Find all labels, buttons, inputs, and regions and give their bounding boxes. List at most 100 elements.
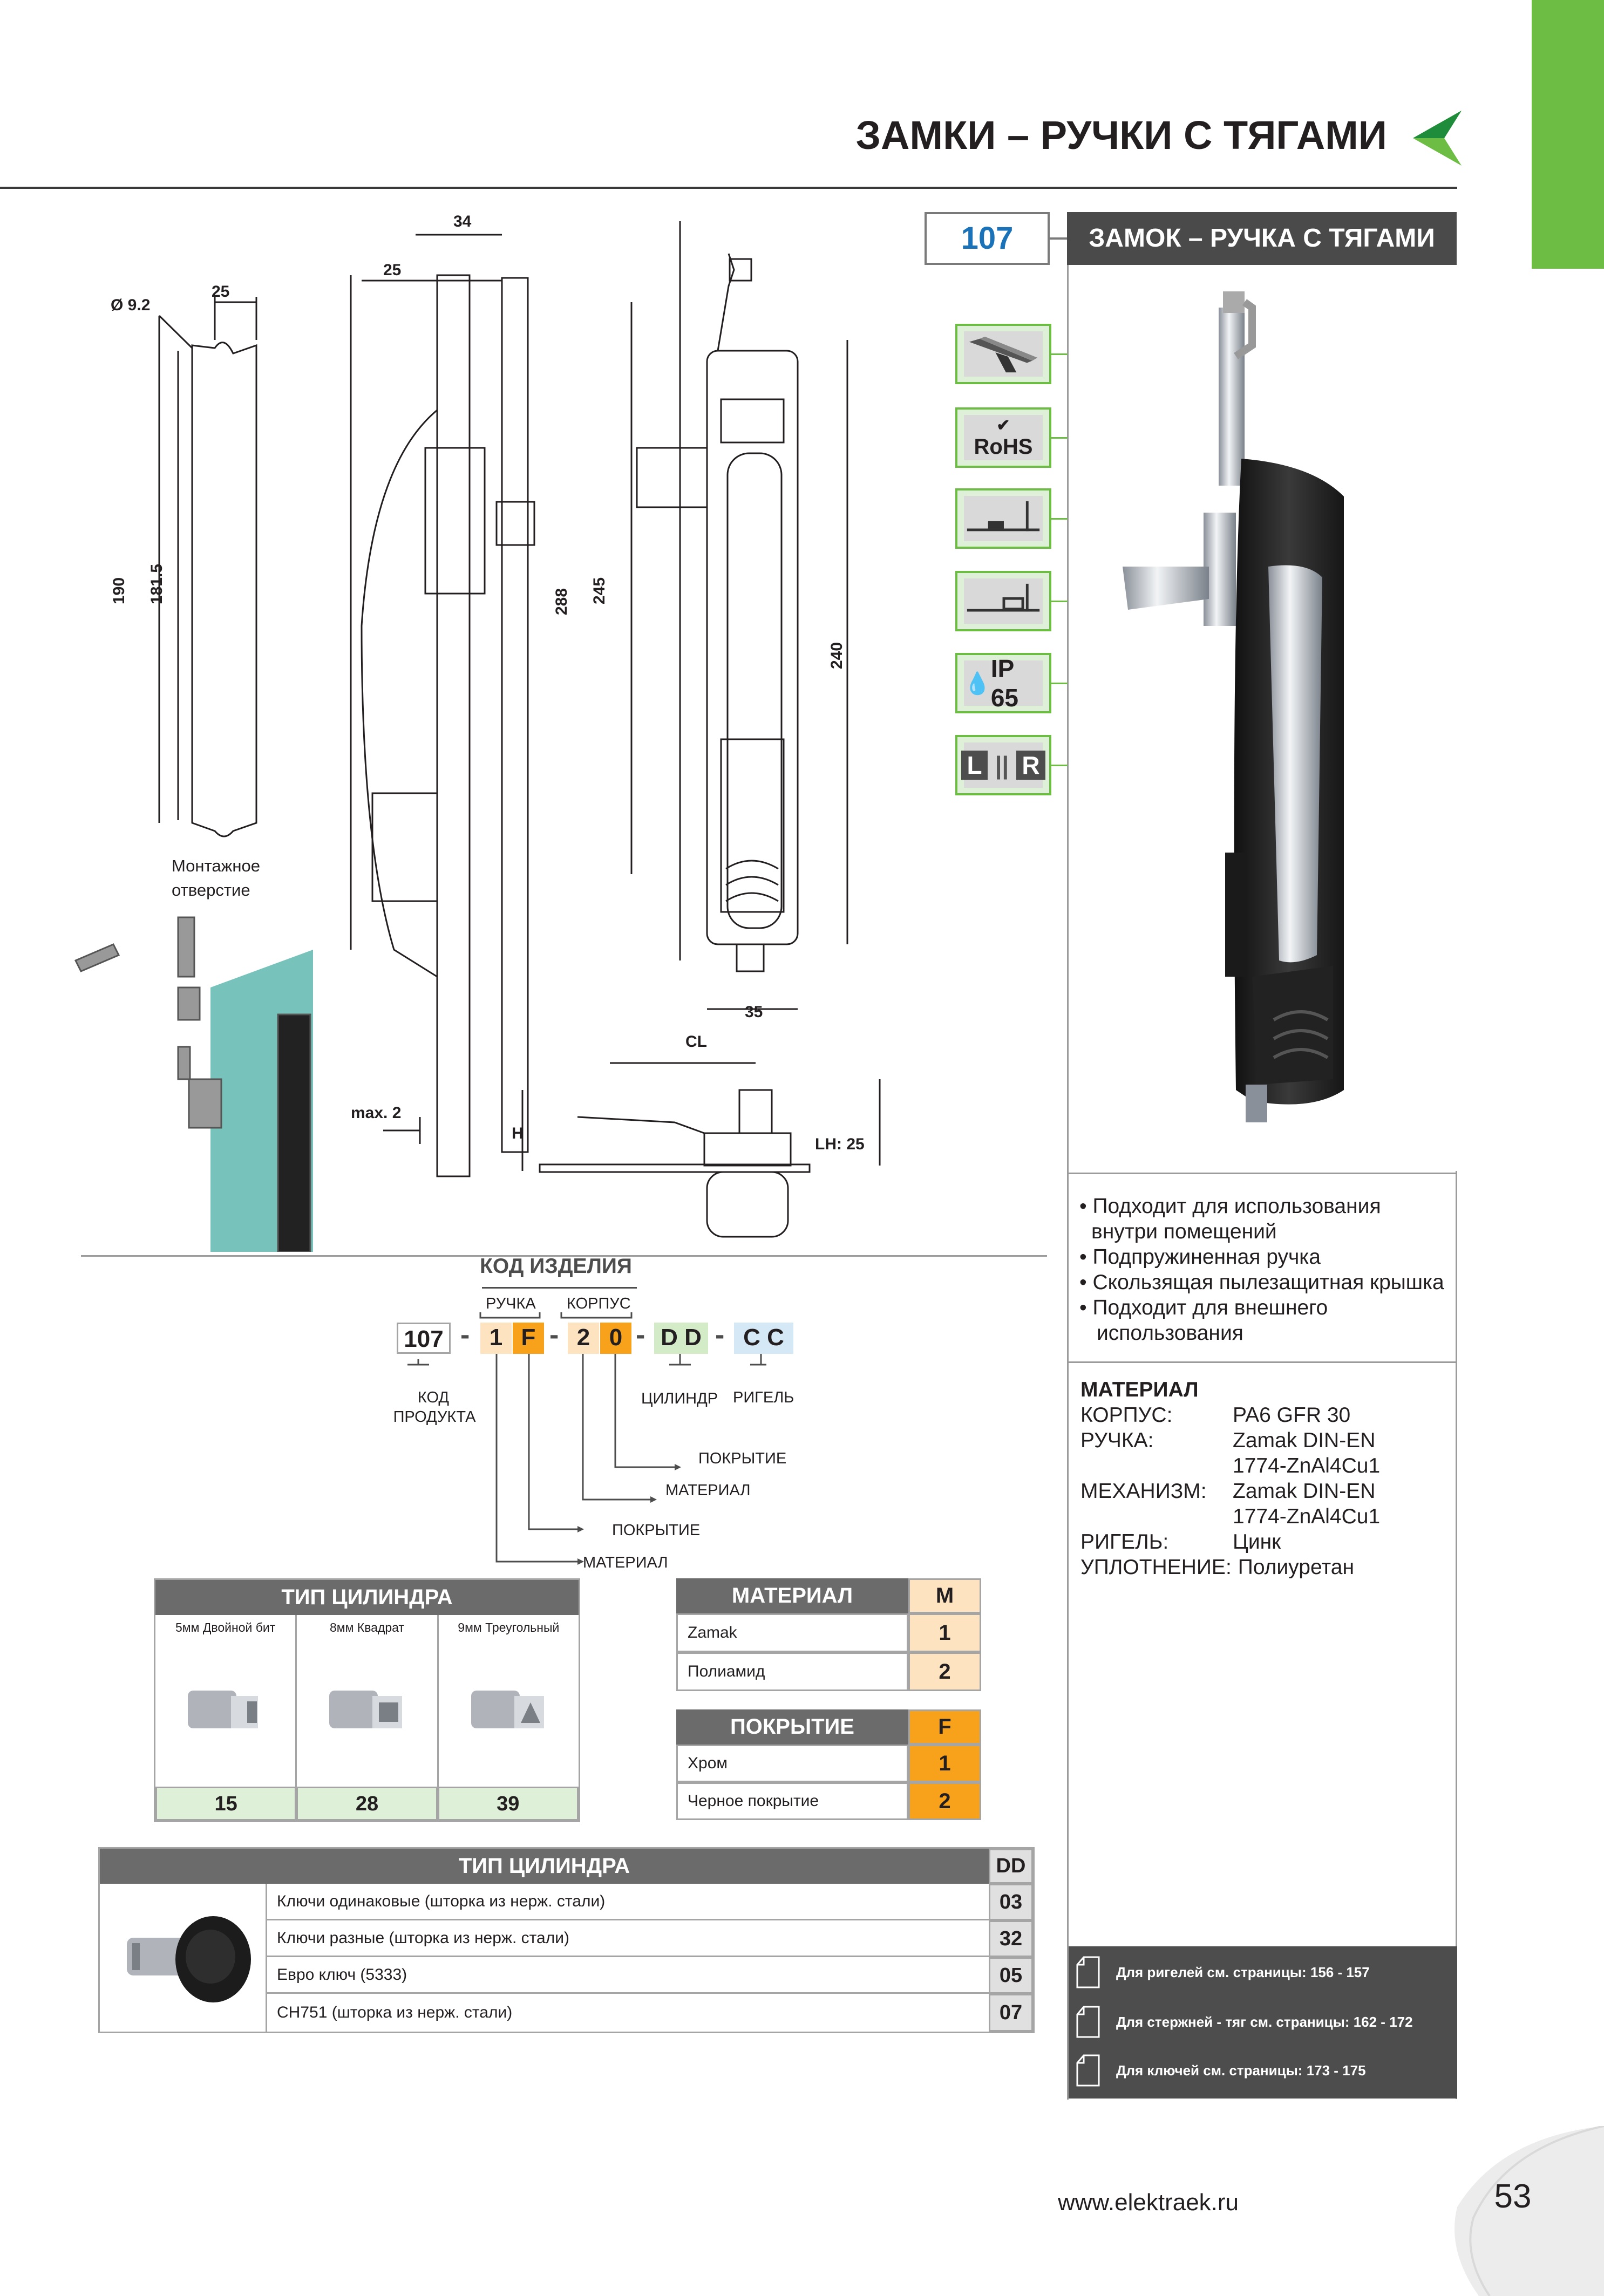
- material-table-col: M: [908, 1578, 981, 1613]
- code-bracket: [479, 1312, 633, 1319]
- footer-url[interactable]: www.elektraek.ru: [1058, 2189, 1239, 2216]
- page-references: Для ригелей см. страницы: 156 - 157 Для …: [1069, 1946, 1457, 2099]
- feature-list: • Подходит для использования внутри поме…: [1079, 1194, 1452, 1346]
- dim-h: H: [512, 1125, 524, 1142]
- material-row: 1774-ZnAl4Cu1: [1233, 1454, 1381, 1477]
- double-bit-cylinder-icon: [188, 1691, 258, 1728]
- material-row-code: 1: [908, 1613, 981, 1652]
- rohs-label: RoHS: [974, 435, 1033, 459]
- material-row: РИГЕЛЬ:Цинк: [1080, 1530, 1281, 1554]
- product-code-box: 107: [925, 212, 1050, 265]
- coating-table-col: F: [908, 1709, 981, 1745]
- reference-row: Для стержней - тяг см. страницы: 162 - 1…: [1069, 2000, 1457, 2043]
- features-top-divider: [1069, 1173, 1457, 1174]
- coating-table: ПОКРЫТИЕ F Хром 1 Черное покрытие 2: [676, 1709, 981, 1823]
- ip65-icon: 💧IP 65: [955, 653, 1051, 713]
- body-sub-label: КОРПУС: [567, 1295, 631, 1312]
- icon-connector: [1051, 518, 1068, 520]
- right-label: R: [1016, 751, 1045, 780]
- icon-connector: [1051, 765, 1068, 766]
- dim-190: 190: [110, 577, 128, 604]
- material-row: МЕХАНИЗМ:Zamak DIN-EN: [1080, 1480, 1376, 1503]
- coating-label-handle: ПОКРЫТИЕ: [612, 1522, 701, 1539]
- dim-25b: 25: [383, 261, 401, 279]
- rohs-icon: ✔RoHS: [955, 407, 1051, 468]
- product-name-header: ЗАМОК – РУЧКА С ТЯГАМИ: [1067, 212, 1457, 265]
- inner-mount-icon: [955, 488, 1051, 549]
- code-part-107: 107: [397, 1323, 451, 1354]
- dim-diameter: Ø 9.2: [111, 296, 150, 314]
- material-table: МАТЕРИАЛ M Zamak 1 Полиамид 2: [676, 1578, 981, 1691]
- code-separator: -: [715, 1319, 725, 1351]
- cylinder-keys-table: ТИП ЦИЛИНДРА DD Ключи одинаковые (шторка…: [98, 1847, 1035, 2033]
- feature-item: внутри помещений: [1091, 1220, 1277, 1243]
- code-part-handle-coating: F: [513, 1323, 544, 1354]
- cylinder-keys-col: DD: [989, 1849, 1033, 1884]
- dim-34: 34: [453, 213, 472, 230]
- mount-hole-label-2: отверстие: [172, 881, 250, 900]
- cylinder-key-code: 03: [989, 1884, 1033, 1920]
- cylinder-key-code: 05: [989, 1957, 1033, 1994]
- coating-row-label: Хром: [676, 1745, 908, 1782]
- code-part-cylinder: D D: [654, 1323, 708, 1354]
- dim-lh: LH: 25: [815, 1135, 865, 1153]
- material-row: КОРПУС:PA6 GFR 30: [1080, 1404, 1351, 1427]
- coating-row-code: 2: [908, 1782, 981, 1820]
- cylinder-code: 28: [296, 1787, 438, 1821]
- product-code-title: КОД ИЗДЕЛИЯ: [480, 1255, 632, 1278]
- ip-label: IP 65: [990, 655, 1018, 712]
- dim-35: 35: [745, 1003, 763, 1021]
- page-icon: [1076, 1956, 1100, 1988]
- code-part-bolt: C C: [734, 1323, 793, 1354]
- material-row: УПЛОТНЕНИЕ:Полиуретан: [1080, 1556, 1354, 1579]
- dim-cl: CL: [685, 1033, 707, 1051]
- code-part-body-coating: 0: [600, 1323, 631, 1354]
- icon-connector: [1051, 437, 1068, 439]
- header-rule: [0, 187, 1457, 189]
- code-separator: -: [460, 1319, 470, 1351]
- dim-181: 181.5: [148, 564, 166, 604]
- cylinder-type-table: ТИП ЦИЛИНДРА 5мм Двойной бит 8мм Квадрат…: [154, 1578, 580, 1822]
- cylinder-code: 15: [155, 1787, 297, 1821]
- mount-hole-label-1: Монтажное: [172, 856, 260, 875]
- handle-sub-label: РУЧКА: [486, 1295, 536, 1312]
- page-icon: [1076, 2006, 1100, 2038]
- code-part-body-material: 2: [568, 1323, 599, 1354]
- left-right-icon: L||R: [955, 735, 1051, 795]
- material-row-label: Полиамид: [676, 1652, 908, 1691]
- cylinder-option: 5мм Двойной бит: [155, 1615, 297, 1787]
- features-bottom-divider: [1069, 1361, 1457, 1363]
- coating-row-code: 1: [908, 1745, 981, 1782]
- profile-mount-icon: [955, 324, 1051, 384]
- code-leader-lines: [407, 1354, 766, 1565]
- coating-table-title: ПОКРЫТИЕ: [676, 1709, 908, 1745]
- section-divider: [81, 1255, 1047, 1257]
- reference-row: Для ключей см. страницы: 173 - 175: [1069, 2049, 1457, 2092]
- left-label: L: [961, 751, 988, 780]
- code-part-handle-material: 1: [480, 1323, 512, 1354]
- cylinder-key-code: 07: [989, 1994, 1033, 2032]
- code-connector: [1050, 237, 1067, 240]
- green-side-tab: [1532, 0, 1604, 269]
- cylinder-option: 9мм Треугольный: [439, 1615, 579, 1787]
- feature-item: • Подпружиненная ручка: [1079, 1245, 1321, 1269]
- icon-connector: [1051, 683, 1068, 684]
- page-icon: [1076, 2054, 1100, 2087]
- page-corner-curl: [1455, 2126, 1604, 2296]
- feature-item: • Подходит для использования: [1079, 1195, 1381, 1218]
- right-column-border-right: [1456, 1171, 1457, 2099]
- icon-connector: [1051, 353, 1068, 355]
- triangle-cylinder-icon: [471, 1691, 544, 1728]
- right-column-border: [1067, 265, 1069, 2100]
- product-code-label-1: КОД: [417, 1389, 450, 1406]
- bolt-label: РИГЕЛЬ: [733, 1389, 794, 1406]
- product-code-title-underline: [482, 1287, 637, 1289]
- cylinder-type-title: ТИП ЦИЛИНДРА: [155, 1580, 579, 1615]
- feature-item: • Подходит для внешнего: [1079, 1296, 1328, 1319]
- dim-240: 240: [828, 642, 846, 669]
- feature-item: • Скользящая пылезащитная крышка: [1079, 1271, 1444, 1294]
- product-photo: [1123, 291, 1344, 1122]
- coating-label-body: ПОКРЫТИЕ: [698, 1450, 787, 1467]
- material-row: 1774-ZnAl4Cu1: [1233, 1505, 1381, 1528]
- page-title: ЗАМКИ – РУЧКИ С ТЯГАМИ: [855, 113, 1387, 158]
